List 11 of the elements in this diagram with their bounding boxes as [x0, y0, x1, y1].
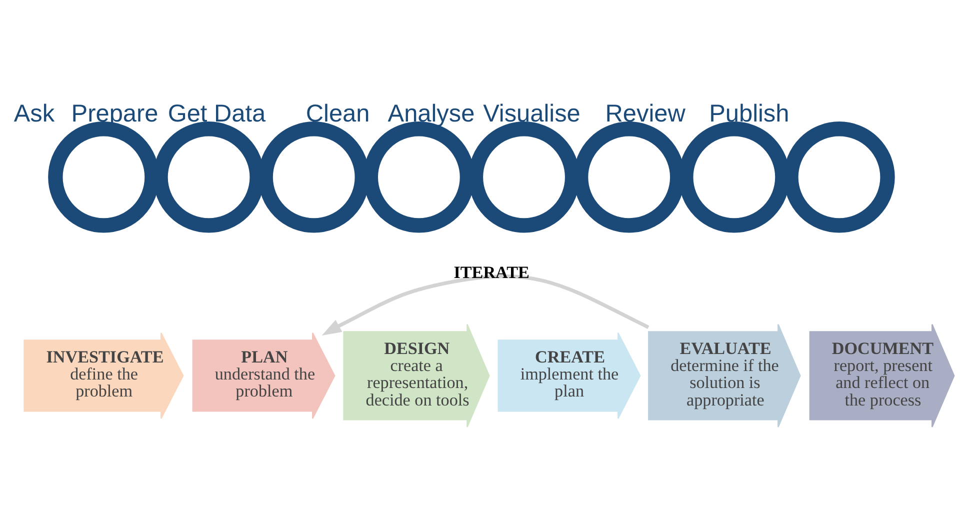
edge-label: ITERATE — [453, 262, 529, 282]
node-label: Prepare — [70, 100, 158, 128]
node-label: Clean — [305, 100, 370, 128]
node-circle — [48, 121, 159, 232]
node-label: Analyse — [387, 100, 474, 128]
arrow — [321, 274, 649, 335]
node-label: Get Data — [167, 100, 266, 128]
node-label: Visualise — [482, 100, 580, 128]
node-label: Ask — [13, 100, 54, 128]
node-label: Publish — [708, 100, 789, 128]
node-label: Review — [604, 100, 685, 128]
